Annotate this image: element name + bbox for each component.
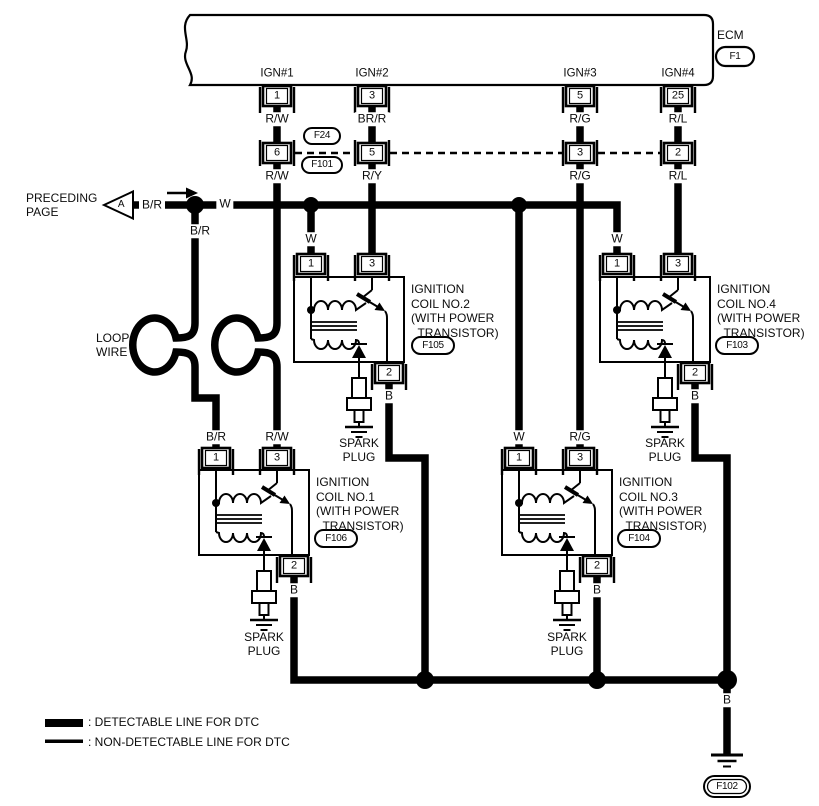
wire-color-rl-1: R/L (665, 112, 691, 126)
ign1-label: IGN#1 (260, 67, 294, 80)
coil4-pin3-number: 3 (674, 257, 682, 270)
coil3-component (500, 468, 614, 558)
wire-color-b-coil3: B (589, 583, 605, 597)
wire-b-coil4 (691, 381, 731, 680)
coil2-pin1-number: 1 (307, 257, 315, 270)
preceding-page-marker (101, 189, 134, 221)
coil3-pin1-number: 1 (515, 451, 523, 464)
wire-color-rw-1: R/W (262, 112, 292, 126)
wire-color-rg-coil3: R/G (566, 430, 594, 444)
ecm-pin25-number: 25 (671, 89, 685, 102)
wire-color-b-coil4: B (687, 389, 703, 403)
wire-color-rg-2: R/G (566, 169, 594, 183)
ecm-pin5-number: 5 (576, 89, 584, 102)
wire-color-b-coil1: B (286, 583, 302, 597)
wire-color-br-coil1: B/R (202, 430, 230, 444)
spark-plug-3 (551, 553, 583, 632)
coil1-pin2-number: 2 (290, 559, 298, 572)
spark-plug-1 (248, 553, 280, 632)
spark-plug-4-label: SPARK PLUG (645, 436, 685, 464)
wire-color-w-coil3: W (510, 430, 528, 444)
wire-color-ry: R/Y (358, 169, 386, 183)
legend-thin-line-key (45, 739, 83, 743)
wire-color-brr: BR/R (354, 112, 390, 126)
connector-ovals (301, 45, 759, 798)
coil2-name: IGNITION COIL NO.2 (WITH POWER TRANSISTO… (411, 282, 499, 340)
coil2-pin2-number: 2 (385, 366, 393, 379)
spark-plug-2-label: SPARK PLUG (339, 436, 379, 464)
ecm-label: ECM (717, 28, 744, 42)
coil1-pin1-number: 1 (212, 451, 220, 464)
coil2-component (292, 275, 406, 365)
ecm-pin3-number: 3 (368, 89, 376, 102)
ign2-label: IGN#2 (355, 67, 389, 80)
wire-color-rg-1: R/G (566, 112, 594, 126)
coil1-component (197, 468, 311, 558)
spark-plug-1-label: SPARK PLUG (244, 630, 284, 658)
ground-symbol (711, 753, 743, 768)
coil4-connector: F103 (726, 339, 748, 351)
coil3-pin2-number: 2 (593, 559, 601, 572)
spark-plug-4 (649, 360, 681, 439)
harness-pin3-number: 3 (576, 146, 584, 159)
ign4-label: IGN#4 (661, 67, 695, 80)
flow-arrow-icon (167, 187, 198, 199)
legend-detectable-label: : DETECTABLE LINE FOR DTC (88, 715, 260, 729)
wire-color-rl-2: R/L (665, 169, 691, 183)
wire-color-w-coil4: W (608, 232, 626, 246)
ecm-pin1-number: 1 (273, 89, 281, 102)
coil2-connector: F105 (422, 339, 444, 351)
coil4-pin1-number: 1 (613, 257, 621, 270)
loop-wire-label: LOOP WIRE (96, 331, 130, 359)
wire-br-loop-coil1 (129, 205, 220, 448)
preceding-page-label: PRECEDING PAGE (26, 191, 98, 219)
coil4-component (598, 275, 712, 365)
coil2-pin3-number: 3 (368, 257, 376, 270)
ign3-label: IGN#3 (563, 67, 597, 80)
ground-connector-label: F102 (716, 780, 738, 792)
harness-connector-f24: F24 (313, 130, 331, 141)
coil3-name: IGNITION COIL NO.3 (WITH POWER TRANSISTO… (619, 475, 707, 533)
coil1-connector: F106 (325, 532, 347, 544)
wire-b-coil2 (385, 381, 429, 680)
wire-color-rw-coil1: R/W (262, 430, 292, 444)
wire-color-br-in: B/R (138, 198, 166, 212)
wire-color-w-bus: W (216, 197, 234, 211)
spark-plug-2 (343, 360, 375, 439)
wire-b-bus (290, 574, 727, 684)
harness-pin6-number: 6 (273, 146, 281, 159)
wire-color-b-coil2: B (381, 389, 397, 403)
harness-connector-f101: F101 (311, 159, 333, 170)
preceding-page-ref: A (117, 199, 125, 210)
wire-color-w-coil2: W (302, 232, 320, 246)
coil4-pin2-number: 2 (691, 366, 699, 379)
legend-thick-line-key (45, 719, 83, 727)
harness-pin5-number: 5 (368, 146, 376, 159)
wire-rw-loop-coil1 (211, 163, 281, 448)
coil1-pin3-number: 3 (273, 451, 281, 464)
wire-color-b-ground: B (719, 693, 735, 707)
coil3-connector: F104 (628, 532, 650, 544)
ecm-connector-label: F1 (729, 50, 741, 62)
coil4-name: IGNITION COIL NO.4 (WITH POWER TRANSISTO… (717, 282, 805, 340)
junction-dots (186, 196, 737, 690)
wire-color-rw-2: R/W (262, 169, 292, 183)
legend-non-detectable-label: : NON-DETECTABLE LINE FOR DTC (88, 735, 290, 749)
spark-plug-3-label: SPARK PLUG (547, 630, 587, 658)
coil1-name: IGNITION COIL NO.1 (WITH POWER TRANSISTO… (316, 475, 404, 533)
ecm-box (183, 13, 715, 87)
coil3-pin3-number: 3 (576, 451, 584, 464)
harness-pin2-number: 2 (674, 146, 682, 159)
wire-color-br-drop: B/R (186, 224, 214, 238)
